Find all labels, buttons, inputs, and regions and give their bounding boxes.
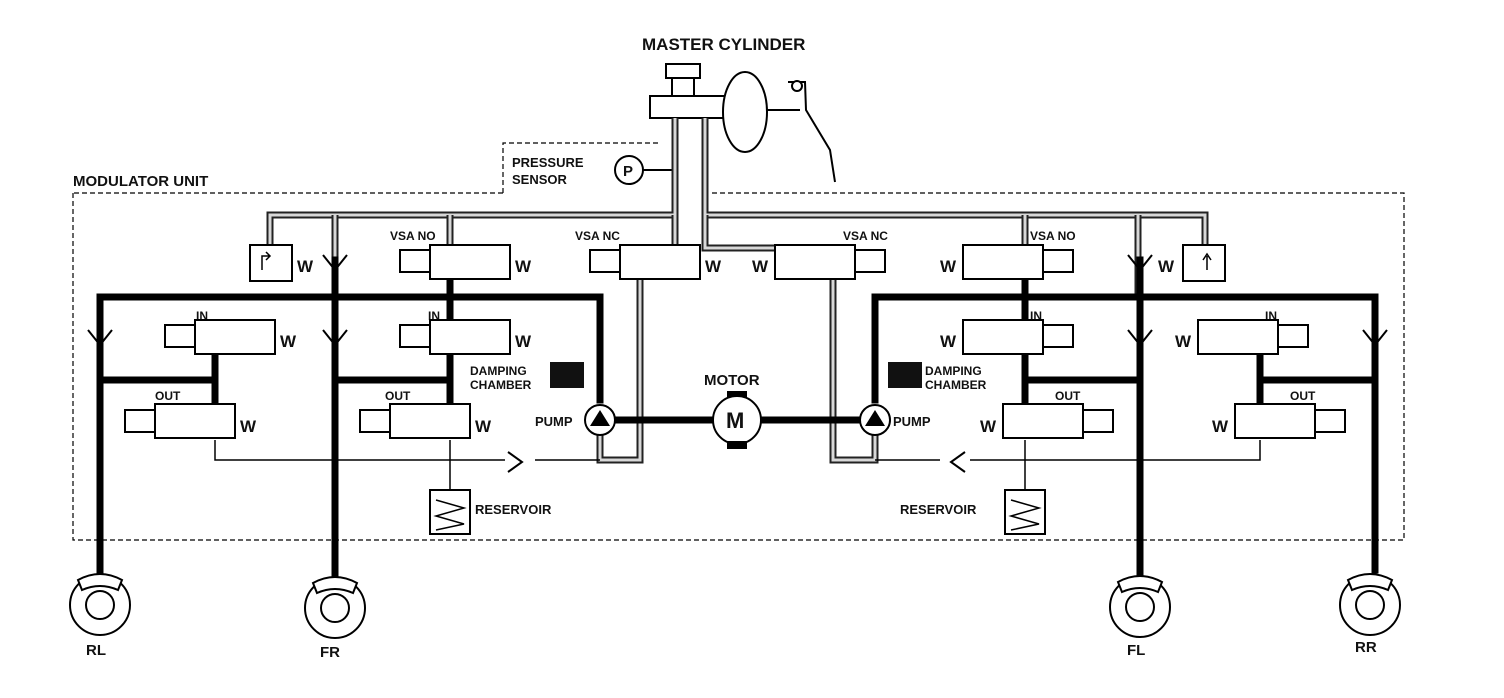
- relief-valve-left: W: [249, 244, 314, 282]
- valve-in-rl: IN W: [164, 309, 297, 355]
- damping-chamber-left: DAMPING CHAMBER: [470, 362, 584, 392]
- brake-lines: [96, 256, 1379, 584]
- reservoir-label-left: RESERVOIR: [475, 502, 552, 517]
- damping-label-2-right: CHAMBER: [925, 378, 987, 392]
- relief-valve-right: W: [1158, 244, 1226, 282]
- spring-symbol: W: [940, 332, 957, 351]
- master-cylinder-lines: [266, 118, 1209, 464]
- return-lines: [214, 440, 1261, 490]
- reservoir-label-right: RESERVOIR: [900, 502, 977, 517]
- vsa-no-label-left: VSA NO: [390, 229, 436, 243]
- damping-label-1-left: DAMPING: [470, 364, 527, 378]
- valve-in-fl: IN W: [940, 309, 1074, 355]
- pump-label-left: PUMP: [535, 414, 573, 429]
- wheel-fl: FL: [1109, 575, 1171, 659]
- motor-label: MOTOR: [704, 372, 760, 389]
- wheel-rl: RL: [69, 573, 131, 659]
- damping-label-1-right: DAMPING: [925, 364, 982, 378]
- valve-vsa-no-right: VSA NO W: [940, 229, 1076, 280]
- valve-in-fr: IN W: [399, 309, 532, 355]
- valve-vsa-no-left: VSA NO W: [390, 229, 532, 280]
- spring-symbol: W: [515, 332, 532, 351]
- vsa-nc-label-left: VSA NC: [575, 229, 620, 243]
- spring-symbol: W: [297, 257, 314, 276]
- spring-symbol: W: [1158, 257, 1175, 276]
- wheel-label-fl: FL: [1127, 642, 1145, 659]
- spring-symbol: W: [1212, 417, 1229, 436]
- out-label-fr: OUT: [385, 389, 411, 403]
- spring-symbol: W: [280, 332, 297, 351]
- wheel-label-rl: RL: [86, 642, 106, 659]
- valve-out-rl: OUT W: [124, 389, 257, 439]
- spring-symbol: W: [515, 257, 532, 276]
- motor-symbol: M: [726, 408, 744, 433]
- pressure-symbol: P: [623, 163, 633, 180]
- valve-vsa-nc-left: VSA NC W: [575, 229, 722, 280]
- wheel-label-rr: RR: [1355, 639, 1377, 656]
- pump-left: PUMP: [535, 404, 616, 436]
- wheel-rr: RR: [1339, 573, 1401, 656]
- valve-out-fl: OUT W: [980, 389, 1114, 439]
- spring-symbol: W: [940, 257, 957, 276]
- valve-out-fr: OUT W: [359, 389, 492, 439]
- master-cylinder-label: MASTER CYLINDER: [642, 35, 805, 54]
- vsa-nc-label-right: VSA NC: [843, 229, 888, 243]
- pump-label-right: PUMP: [893, 414, 931, 429]
- modulator-unit-label: MODULATOR UNIT: [73, 173, 208, 190]
- spring-symbol: W: [705, 257, 722, 276]
- motor: MOTOR M: [704, 372, 762, 449]
- valve-out-rr: OUT W: [1212, 389, 1346, 439]
- valve-in-rr: IN W: [1175, 309, 1309, 355]
- damping-label-2-left: CHAMBER: [470, 378, 532, 392]
- spring-symbol: W: [475, 417, 492, 436]
- pressure-sensor-label-2: SENSOR: [512, 172, 568, 187]
- reservoir-left: RESERVOIR: [429, 489, 552, 535]
- wheel-fr: FR: [304, 576, 366, 661]
- out-label-rl: OUT: [155, 389, 181, 403]
- vsa-no-label-right: VSA NO: [1030, 229, 1076, 243]
- damping-chamber-right: DAMPING CHAMBER: [888, 362, 987, 392]
- spring-symbol: W: [752, 257, 769, 276]
- check-valves: [87, 254, 1388, 473]
- pressure-sensor: PRESSURE SENSOR P: [512, 155, 678, 187]
- spring-symbol: W: [1175, 332, 1192, 351]
- out-label-rr: OUT: [1290, 389, 1316, 403]
- out-label-fl: OUT: [1055, 389, 1081, 403]
- modulator-unit-outline: MODULATOR UNIT: [72, 142, 1405, 541]
- pressure-sensor-label-1: PRESSURE: [512, 155, 584, 170]
- wheel-label-fr: FR: [320, 644, 340, 661]
- spring-symbol: W: [240, 417, 257, 436]
- reservoir-right: RESERVOIR: [900, 489, 1046, 535]
- spring-symbol: W: [980, 417, 997, 436]
- pump-right: PUMP: [859, 404, 931, 436]
- valve-vsa-nc-right: VSA NC W: [752, 229, 888, 280]
- master-cylinder-assembly: MASTER CYLINDER: [642, 35, 836, 183]
